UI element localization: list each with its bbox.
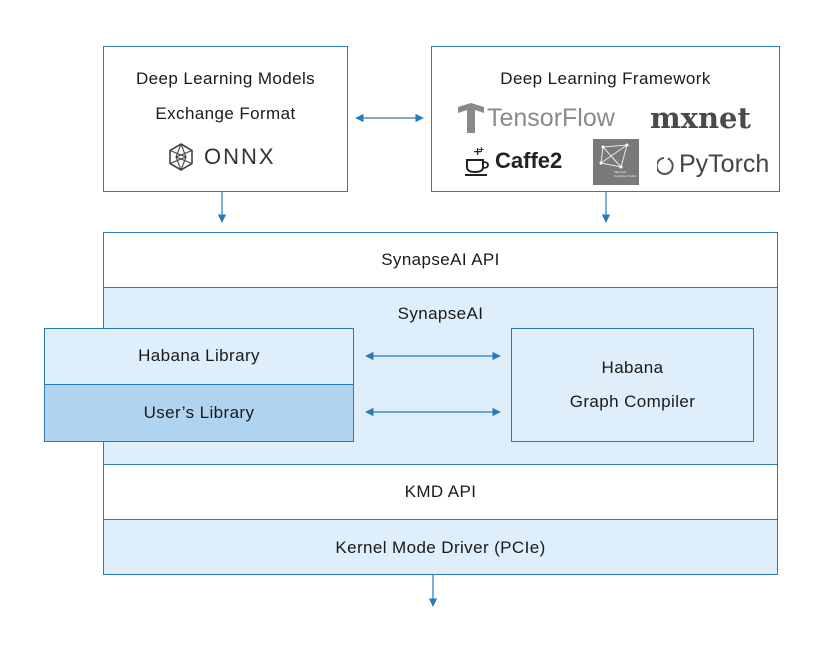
synapse-api-box	[103, 232, 778, 288]
synapse-ai-label: SynapseAI	[397, 304, 484, 323]
tensorflow-icon	[458, 103, 484, 133]
kmd-api-label: KMD API	[404, 482, 477, 501]
habana-library-label: Habana Library	[138, 346, 260, 365]
tensorflow-label: TensorFlow	[487, 103, 615, 132]
graph-compiler-line2: Graph Compiler	[569, 392, 696, 411]
caffe2-label: Caffe2	[495, 148, 563, 173]
svg-text:+: +	[473, 146, 482, 158]
svg-text:+: +	[478, 146, 485, 154]
pytorch-flame-icon	[657, 156, 674, 175]
pytorch-label: PyTorch	[679, 150, 770, 178]
mxnet-logo: mxnet	[650, 101, 751, 135]
models-title-line1: Deep Learning Models	[135, 69, 316, 88]
graph-compiler-box	[511, 328, 754, 442]
cntk-network-icon	[599, 143, 629, 169]
framework-box	[431, 46, 780, 192]
tensorflow-logo: TensorFlow	[458, 103, 615, 133]
kernel-driver-label: Kernel Mode Driver (PCIe)	[335, 538, 546, 557]
pytorch-logo: PyTorch	[657, 150, 769, 179]
habana-library-box	[44, 328, 354, 385]
caffe2-logo: + + Caffe2	[463, 146, 562, 176]
models-exchange-box	[103, 46, 348, 192]
synapse-api-label: SynapseAI API	[381, 250, 500, 269]
users-library-box	[44, 384, 354, 442]
coffee-cup-icon: + +	[465, 146, 489, 176]
onnx-label: ONNX	[204, 144, 276, 169]
kernel-driver-box	[103, 519, 778, 575]
mxnet-label: mxnet	[650, 101, 751, 135]
onnx-icon	[169, 143, 193, 172]
framework-title: Deep Learning Framework	[500, 69, 711, 88]
cntk-label: Microsoft Cognitive Toolkit	[614, 170, 636, 178]
users-library-label: User’s Library	[143, 403, 255, 422]
graph-compiler-line1: Habana	[601, 358, 664, 377]
models-title-line2: Exchange Format	[155, 104, 296, 123]
kmd-api-box	[103, 464, 778, 520]
cntk-logo: Microsoft Cognitive Toolkit	[593, 139, 639, 185]
onnx-logo: ONNX	[166, 142, 276, 172]
